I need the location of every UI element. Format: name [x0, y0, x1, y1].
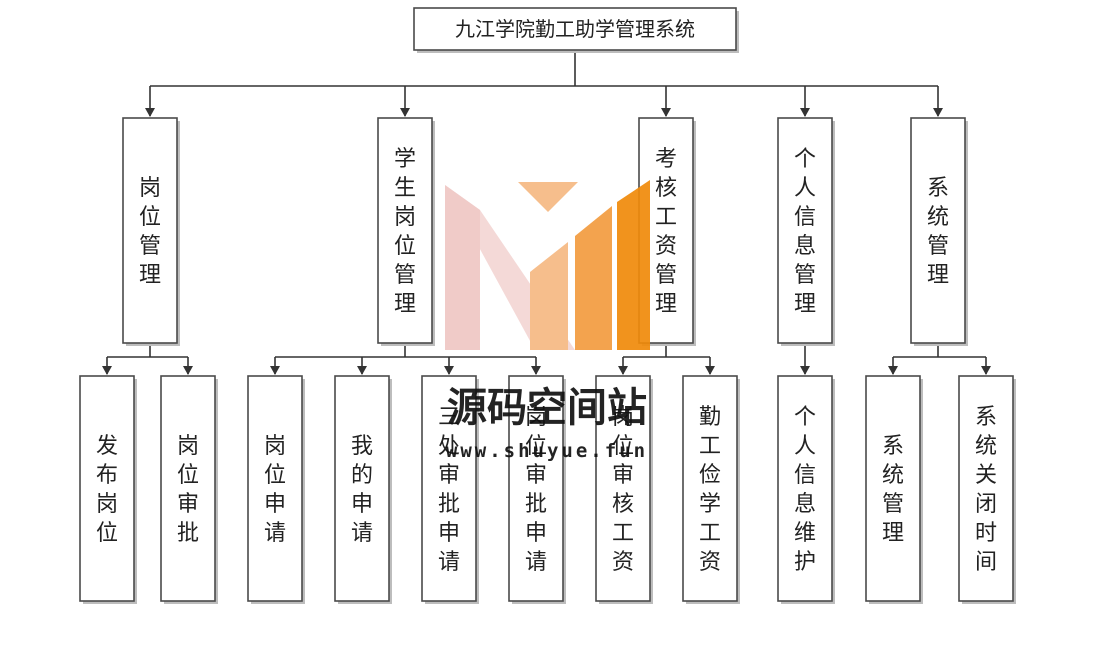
child-node-2-2-frame	[334, 375, 390, 602]
child-arrow-3-2	[705, 366, 715, 375]
module-arrow-2	[400, 108, 410, 117]
child-node-2-4-frame	[508, 375, 564, 602]
module-arrow-1	[145, 108, 155, 117]
module-node-2: 学生岗位管理	[377, 117, 435, 346]
child-arrow-2-3	[444, 366, 454, 375]
child-node-1-2-label: 岗位审批	[177, 434, 199, 546]
child-node-1-2-frame	[160, 375, 216, 602]
module-node-5-label: 系统管理	[927, 176, 949, 288]
child-node-3-2-frame	[682, 375, 738, 602]
child-node-2-3-label: 三处审批申请	[438, 405, 460, 575]
child-node-5-2-frame	[958, 375, 1014, 602]
module-node-5: 系统管理	[910, 117, 968, 346]
watermark-title: 源码空间站	[447, 385, 647, 431]
child-arrow-1-2	[183, 366, 193, 375]
watermark-logo-bar-2	[575, 206, 612, 350]
root-node-label: 九江学院勤工助学管理系统	[455, 17, 695, 41]
child-node-1-2: 岗位审批	[160, 375, 218, 604]
child-node-3-1-frame	[595, 375, 651, 602]
child-node-1-1: 发布岗位	[79, 375, 137, 604]
child-node-5-2: 系统关闭时间	[958, 375, 1016, 604]
module-node-2-frame	[377, 117, 433, 344]
child-arrow-2-2	[357, 366, 367, 375]
child-node-3-2-label: 勤工俭学工资	[699, 405, 721, 575]
child-node-5-1-label: 系统管理	[882, 434, 904, 546]
module-node-5-frame	[910, 117, 966, 344]
module-arrow-3	[661, 108, 671, 117]
module-node-1: 岗位管理	[122, 117, 180, 346]
root-node-frame	[413, 7, 737, 51]
child-node-5-1: 系统管理	[865, 375, 923, 604]
child-node-2-4: 岗位审批申请	[508, 375, 566, 604]
child-node-1-1-label: 发布岗位	[96, 434, 118, 546]
watermark-logo-chevron	[518, 182, 578, 212]
child-arrow-5-2	[981, 366, 991, 375]
module-node-3-label: 考核工资管理	[655, 147, 677, 317]
child-node-2-3-frame	[421, 375, 477, 602]
child-node-2-3: 三处审批申请	[421, 375, 479, 604]
watermark-logo-bar-3	[617, 180, 650, 350]
watermark: 源码空间站 www.shuyue.fun	[445, 180, 650, 462]
child-node-1-1-frame	[79, 375, 135, 602]
child-node-4-1-frame	[777, 375, 833, 602]
child-node-2-4-label: 岗位审批申请	[525, 405, 547, 575]
child-arrow-5-1	[888, 366, 898, 375]
watermark-logo-bar-1	[530, 242, 568, 350]
child-node-3-1-label: 岗位审核工资	[612, 405, 634, 575]
child-arrow-3-1	[618, 366, 628, 375]
module-node-4-label: 个人信息管理	[794, 147, 816, 317]
child-node-2-2-label: 我的申请	[351, 434, 373, 546]
child-node-4-1: 个人信息维护	[777, 375, 835, 604]
module-node-2-label: 学生岗位管理	[394, 147, 416, 317]
child-node-3-1: 岗位审核工资	[595, 375, 653, 604]
child-node-5-1-frame	[865, 375, 921, 602]
module-arrow-4	[800, 108, 810, 117]
child-node-5-2-label: 系统关闭时间	[975, 405, 997, 575]
watermark-url: www.shuyue.fun	[446, 440, 648, 462]
child-arrow-2-1	[270, 366, 280, 375]
child-node-4-1-label: 个人信息维护	[794, 405, 816, 575]
child-arrow-1-1	[102, 366, 112, 375]
module-node-4-frame	[777, 117, 833, 344]
module-node-1-label: 岗位管理	[139, 176, 161, 288]
child-node-2-1-label: 岗位申请	[264, 434, 286, 546]
connector-lines	[102, 50, 991, 375]
child-node-2-1: 岗位申请	[247, 375, 305, 604]
child-arrow-4-1	[800, 366, 810, 375]
child-node-3-2: 勤工俭学工资	[682, 375, 740, 604]
module-arrow-5	[933, 108, 943, 117]
module-node-1-frame	[122, 117, 178, 344]
child-node-2-1-frame	[247, 375, 303, 602]
child-node-2-2: 我的申请	[334, 375, 392, 604]
root-node: 九江学院勤工助学管理系统	[413, 7, 739, 53]
child-arrow-2-4	[531, 366, 541, 375]
module-node-4: 个人信息管理	[777, 117, 835, 346]
